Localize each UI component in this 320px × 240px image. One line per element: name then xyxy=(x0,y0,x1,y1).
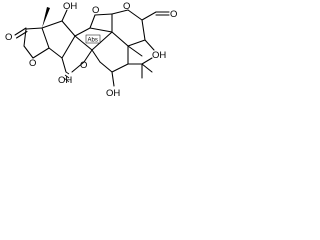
left-lactone-ring xyxy=(14,27,50,59)
methyl-wedge xyxy=(42,7,50,28)
oh-center: OH xyxy=(58,75,72,86)
oh-right: OH xyxy=(152,50,166,61)
abs-tag-box xyxy=(85,34,101,44)
oh-bottom: OH xyxy=(106,88,120,99)
chemical-structure: O O OH O O O O OH OH OH Abs xyxy=(5,1,177,99)
o-carbonyl-left: O xyxy=(5,32,12,43)
oh-top: OH xyxy=(63,1,77,12)
right-lactone-ring xyxy=(111,9,170,57)
central-cage xyxy=(41,9,113,73)
o-ring-right: O xyxy=(123,1,130,12)
o-bridge-left: O xyxy=(80,60,87,71)
o-ring-left: O xyxy=(29,58,36,69)
hashed-bond xyxy=(63,71,70,83)
o-carbonyl-right: O xyxy=(170,9,177,20)
abs-tag: Abs xyxy=(88,38,98,44)
o-top-center: O xyxy=(92,5,99,16)
lower-ring xyxy=(99,45,153,87)
